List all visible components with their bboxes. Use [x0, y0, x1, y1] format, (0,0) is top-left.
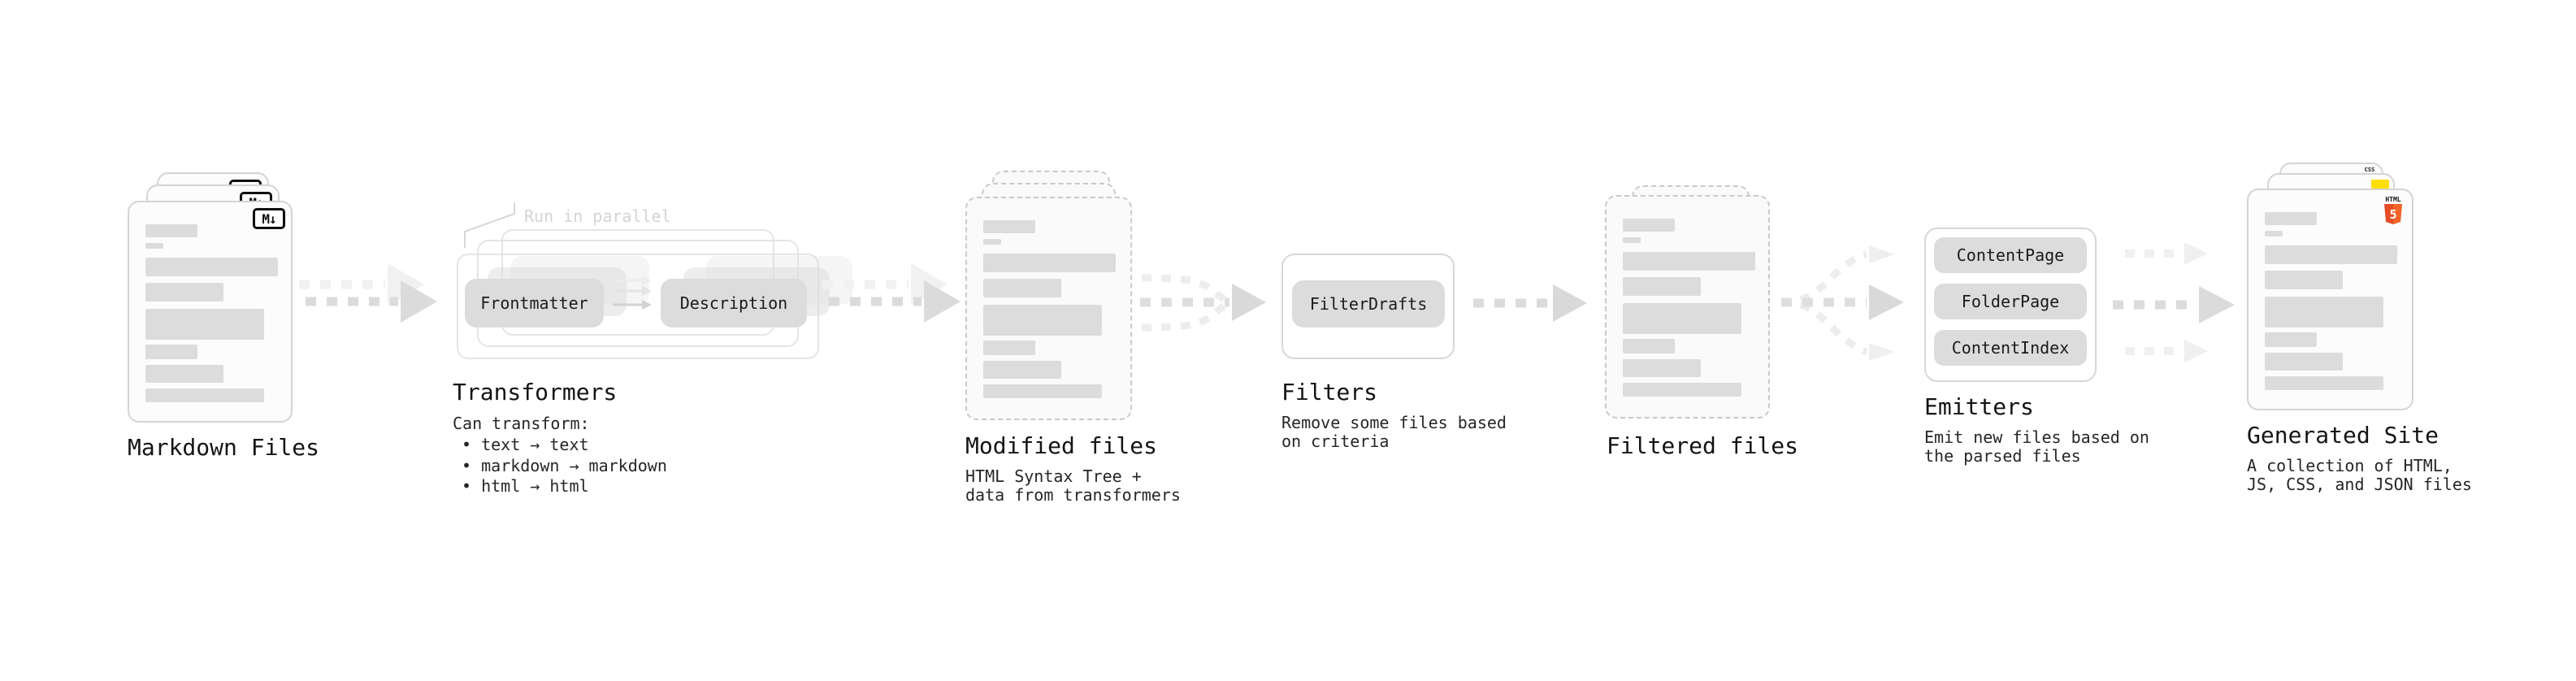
stage-description: HTML Syntax Tree + data from transformer…: [965, 466, 1181, 505]
doc-line: [983, 254, 1116, 272]
doc-line: [983, 279, 1061, 297]
doc-line: [2265, 212, 2317, 225]
stage-description: Emit new files based on the parsed files: [1924, 427, 2149, 466]
stage-title: Generated Site: [2247, 422, 2439, 449]
doc-line: [983, 220, 1035, 233]
stage-modified-files: Modified files HTML Syntax Tree + data f…: [965, 432, 1181, 505]
svg-text:HTML: HTML: [2385, 196, 2400, 203]
doc-line: [983, 340, 1035, 355]
note-leader-line: [464, 202, 515, 248]
flow-arrow-icon: [822, 263, 961, 323]
doc-line: [145, 258, 278, 276]
stage-title: Transformers: [453, 379, 618, 406]
transformer-input-chip: Frontmatter: [465, 279, 604, 327]
modified-file-card-front: [965, 197, 1132, 420]
doc-line: [983, 361, 1061, 379]
stage-title: Modified files: [965, 432, 1158, 459]
stage-description: A collection of HTML, JS, CSS, and JSON …: [2247, 456, 2472, 494]
filter-chip: FilterDrafts: [1292, 280, 1445, 327]
doc-line: [1623, 303, 1741, 334]
html5-icon: HTML 5: [2384, 196, 2402, 224]
stage-filtered-files: Filtered files: [1607, 432, 1798, 459]
doc-line: [983, 305, 1102, 336]
stage-markdown-files: Markdown Files: [128, 434, 319, 461]
transformer-output-chip: Description: [661, 279, 807, 327]
stage-description: Remove some files based on criteria: [1281, 413, 1507, 451]
stage-emitters: Emitters Emit new files based on the par…: [1924, 393, 2149, 466]
doc-content-placeholder: [983, 220, 1116, 398]
flow-arrow-icon: [1473, 284, 1587, 322]
doc-content-placeholder: [145, 224, 278, 402]
transform-arrows-icon: [613, 275, 652, 310]
emitter-chip: ContentIndex: [1934, 330, 2087, 366]
doc-content-placeholder: [1623, 219, 1755, 397]
transform-capabilities-list: • text → text • markdown → markdown • ht…: [453, 435, 667, 497]
emitter-chip: FolderPage: [1934, 284, 2087, 319]
parallel-note: Run in parallel: [524, 206, 671, 226]
doc-line: [145, 243, 163, 249]
flow-arrow-icon: [299, 263, 437, 323]
doc-line: [983, 239, 1001, 245]
doc-content-placeholder: [2265, 212, 2397, 390]
stage-title: Emitters: [1924, 393, 2034, 420]
stage-title: Filtered files: [1607, 432, 1799, 459]
doc-line: [145, 365, 223, 383]
javascript-icon: [2371, 180, 2389, 190]
doc-line: [1623, 359, 1701, 377]
stage-filters: Filters Remove some files based on crite…: [1281, 379, 1507, 451]
doc-line: [2265, 245, 2397, 264]
doc-line: [2265, 376, 2383, 390]
doc-line: [983, 384, 1102, 398]
doc-line: [1623, 383, 1741, 397]
doc-line: [145, 345, 197, 359]
site-file-card-front: HTML 5: [2247, 189, 2413, 410]
doc-line: [145, 224, 197, 237]
doc-line: [2265, 353, 2343, 371]
markdown-icon: M↓: [253, 208, 285, 229]
markdown-file-card-front: M↓: [128, 201, 293, 423]
doc-line: [1623, 237, 1641, 243]
doc-line: [2265, 231, 2283, 236]
doc-line: [2265, 297, 2383, 327]
stage-description: Can transform:: [453, 414, 590, 433]
doc-line: [1623, 219, 1675, 232]
stage-transformers: Transformers Can transform: • text → tex…: [453, 379, 667, 497]
list-item: • text → text: [462, 435, 589, 454]
list-item: • markdown → markdown: [462, 455, 667, 475]
doc-line: [145, 283, 223, 301]
stage-generated-site: Generated Site A collection of HTML, JS,…: [2247, 422, 2472, 494]
doc-line: [145, 309, 264, 340]
doc-line: [1623, 252, 1755, 271]
doc-line: [2265, 271, 2343, 289]
doc-line: [145, 388, 264, 402]
merge-arrow-icon: [1140, 274, 1266, 332]
list-item: • html → html: [462, 476, 589, 496]
doc-line: [1623, 339, 1675, 354]
emitter-chip: ContentPage: [1934, 237, 2087, 273]
svg-text:5: 5: [2389, 207, 2396, 222]
doc-line: [2265, 332, 2317, 347]
flow-arrows-icon: [2113, 242, 2235, 362]
doc-line: [1623, 277, 1701, 296]
stage-title: Markdown Files: [128, 434, 320, 461]
split-arrow-icon: [1780, 245, 1904, 361]
stage-title: Filters: [1281, 379, 1378, 406]
filtered-file-card-front: [1605, 195, 1770, 419]
